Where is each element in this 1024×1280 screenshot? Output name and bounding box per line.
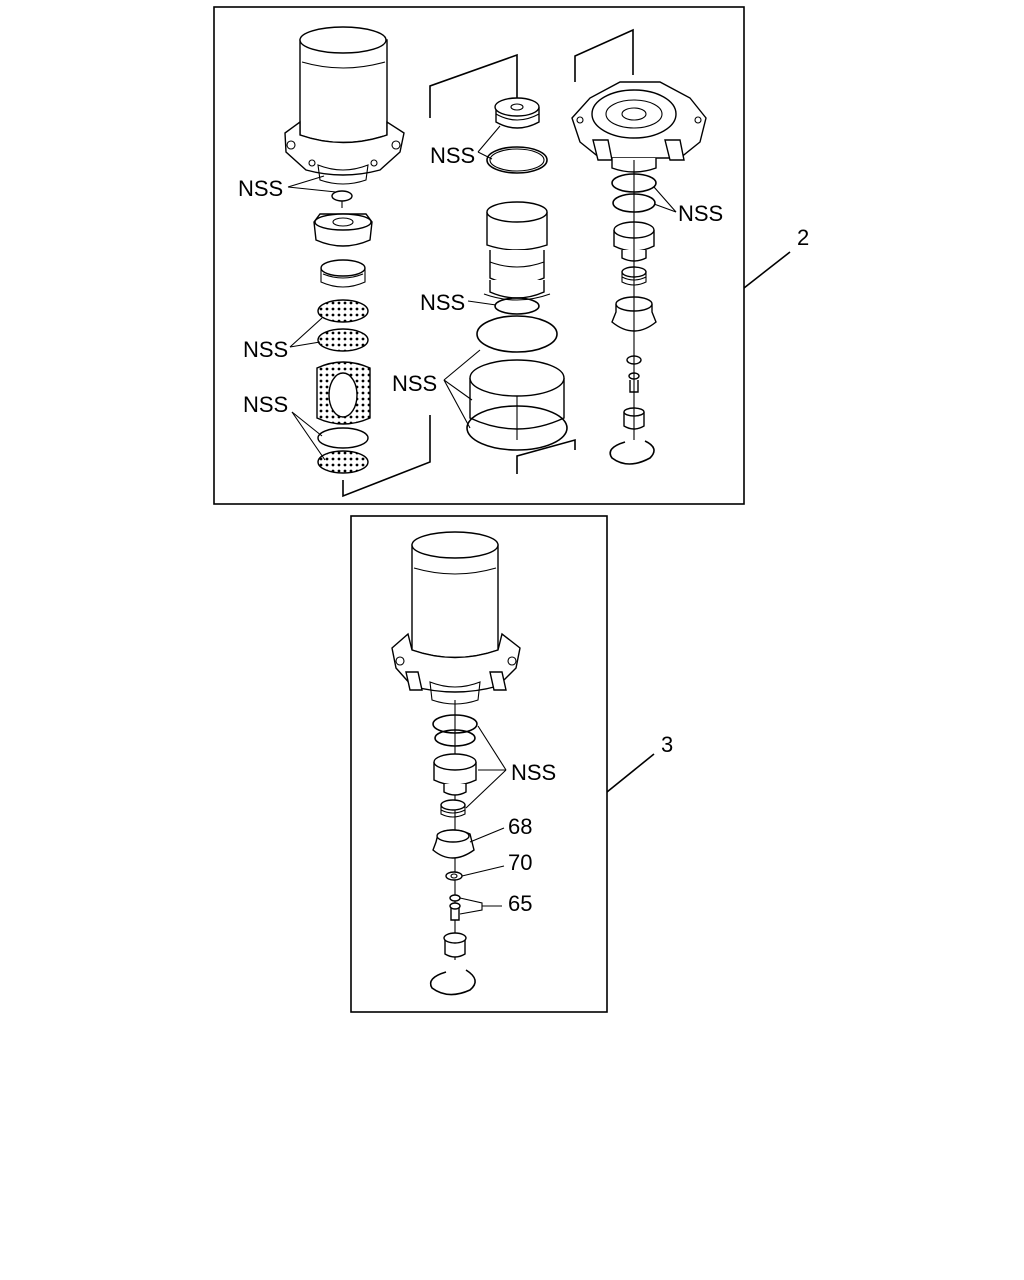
label-nss-cap-ring: NSS bbox=[430, 143, 475, 168]
label-nss-valve-rings: NSS bbox=[678, 201, 723, 226]
label-nss-panel3-seals: NSS bbox=[511, 760, 556, 785]
cap-nut bbox=[494, 97, 540, 129]
valve-piston-3 bbox=[433, 753, 477, 796]
retaining-snap-ring bbox=[609, 440, 655, 465]
panel-3-frame bbox=[350, 515, 608, 1013]
seal-ring-1 bbox=[432, 714, 478, 734]
dryer-spring bbox=[320, 259, 366, 288]
exhaust-fitting bbox=[443, 932, 467, 958]
leader-nss-filter-screens bbox=[289, 317, 323, 348]
label-part-70: 70 bbox=[508, 850, 532, 875]
label-part-65: 65 bbox=[508, 891, 532, 916]
middle-bracket-top bbox=[429, 53, 518, 118]
leader-nss-cap-ring bbox=[477, 125, 501, 160]
piston-small-ring bbox=[494, 297, 540, 315]
left-bracket bbox=[342, 415, 431, 498]
callout-2: 2 bbox=[797, 225, 809, 250]
callout-3-leader bbox=[606, 753, 655, 793]
spring-3 bbox=[440, 799, 466, 818]
callout-2-leader bbox=[743, 251, 791, 289]
leader-nss-valve-rings bbox=[653, 186, 677, 213]
cap-ring bbox=[486, 146, 548, 174]
label-nss-lower-screens: NSS bbox=[243, 392, 288, 417]
leader-nss-panel3-seals bbox=[465, 725, 507, 809]
dryer-cover-plate bbox=[313, 213, 373, 247]
leader-nss-lower-screens bbox=[291, 411, 326, 461]
desiccant-cartridge bbox=[316, 361, 371, 425]
dryer-canister-upper bbox=[284, 26, 405, 185]
leader-nss-dryer-top bbox=[287, 175, 337, 193]
label-nss-filter-screens: NSS bbox=[243, 337, 288, 362]
part-70-washer bbox=[445, 871, 463, 881]
label-nss-large-rings: NSS bbox=[392, 371, 437, 396]
label-nss-piston-ring: NSS bbox=[420, 290, 465, 315]
label-nss-dryer-top: NSS bbox=[238, 176, 283, 201]
lower-screens bbox=[317, 427, 369, 474]
leader-part-68 bbox=[469, 827, 505, 843]
part-68-seat bbox=[432, 829, 475, 859]
valve-body bbox=[571, 81, 707, 173]
leader-part-65 bbox=[459, 897, 502, 915]
label-part-68: 68 bbox=[508, 814, 532, 839]
leader-part-70 bbox=[461, 865, 505, 877]
piston-assembly bbox=[483, 201, 551, 301]
middle-bracket-bottom bbox=[516, 438, 576, 474]
large-ring-1 bbox=[476, 315, 558, 353]
seal-ring-2 bbox=[434, 729, 476, 747]
snap-ring-3 bbox=[429, 969, 476, 996]
panel-2-frame bbox=[213, 6, 745, 505]
callout-3: 3 bbox=[661, 732, 673, 757]
dryer-small-nut bbox=[331, 190, 353, 208]
right-bracket-top bbox=[574, 28, 634, 82]
filter-screens bbox=[317, 299, 369, 352]
leader-nss-large-rings bbox=[443, 349, 481, 429]
part-65-parts bbox=[449, 894, 461, 921]
leader-nss-piston-ring bbox=[467, 300, 497, 306]
dryer-canister-assembly bbox=[391, 531, 521, 705]
